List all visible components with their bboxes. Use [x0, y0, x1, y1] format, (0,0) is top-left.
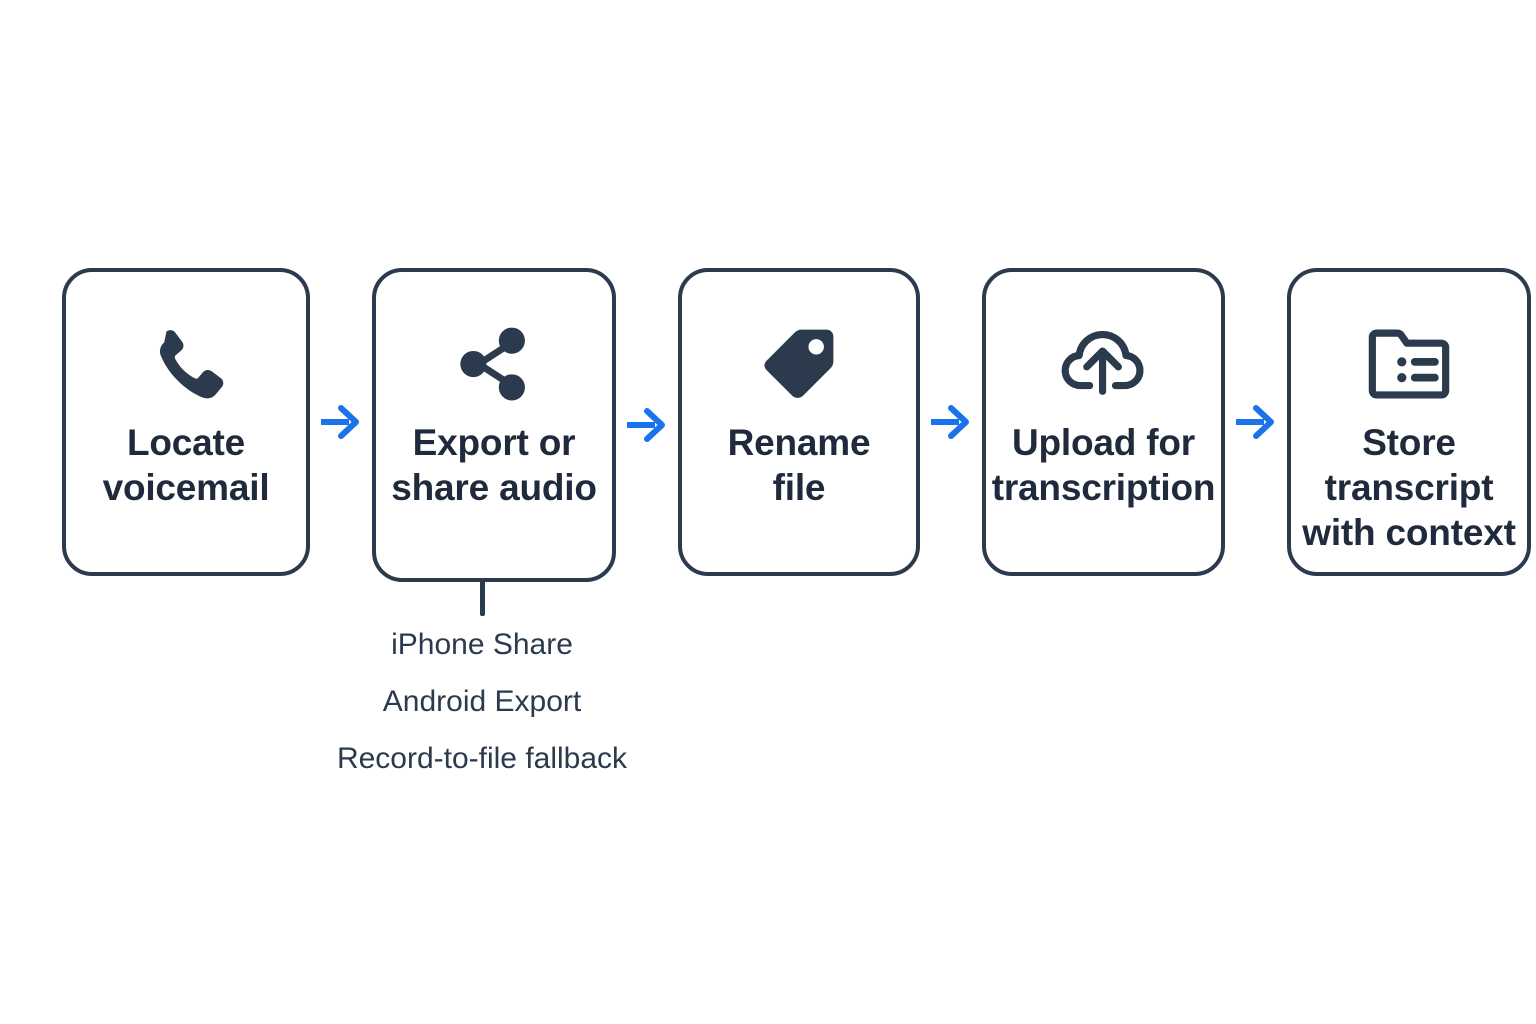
step-label: Store transcript with context	[1302, 422, 1516, 554]
tag-icon	[755, 316, 843, 412]
arrow-connector-1	[310, 268, 372, 576]
step-label: Upload for transcription	[991, 422, 1216, 509]
step-card-rename-file[interactable]: Rename file	[678, 268, 920, 576]
arrow-right-icon	[627, 408, 665, 442]
process-step-row: Locate voicemail Export or share audio	[62, 268, 1531, 582]
step-card-store-transcript[interactable]: Store transcript with context	[1287, 268, 1531, 576]
step-label: Rename file	[727, 422, 871, 509]
arrow-connector-3	[920, 268, 982, 576]
arrow-connector-2	[616, 268, 678, 582]
branch-connector-line	[480, 580, 485, 616]
cloud-upload-icon	[1058, 316, 1150, 412]
arrow-right-icon	[1236, 405, 1274, 439]
arrow-connector-4	[1225, 268, 1287, 576]
folder-list-icon	[1363, 316, 1455, 412]
phone-icon	[142, 316, 230, 412]
step-card-locate-voicemail[interactable]: Locate voicemail	[62, 268, 310, 576]
share-icon	[450, 316, 538, 412]
step-card-export-share-audio[interactable]: Export or share audio	[372, 268, 616, 582]
branch-option-iphone-share: iPhone Share	[391, 628, 573, 661]
step-label: Export or share audio	[391, 422, 597, 509]
arrow-right-icon	[321, 405, 359, 439]
arrow-right-icon	[931, 405, 969, 439]
branch-options-list: iPhone Share Android Export Record-to-fi…	[182, 616, 782, 787]
branch-option-android-export: Android Export	[382, 685, 582, 718]
step-card-upload-transcription[interactable]: Upload for transcription	[982, 268, 1225, 576]
step-label: Locate voicemail	[102, 422, 270, 509]
branch-option-record-to-file-fallback: Record-to-file fallback	[336, 742, 628, 775]
